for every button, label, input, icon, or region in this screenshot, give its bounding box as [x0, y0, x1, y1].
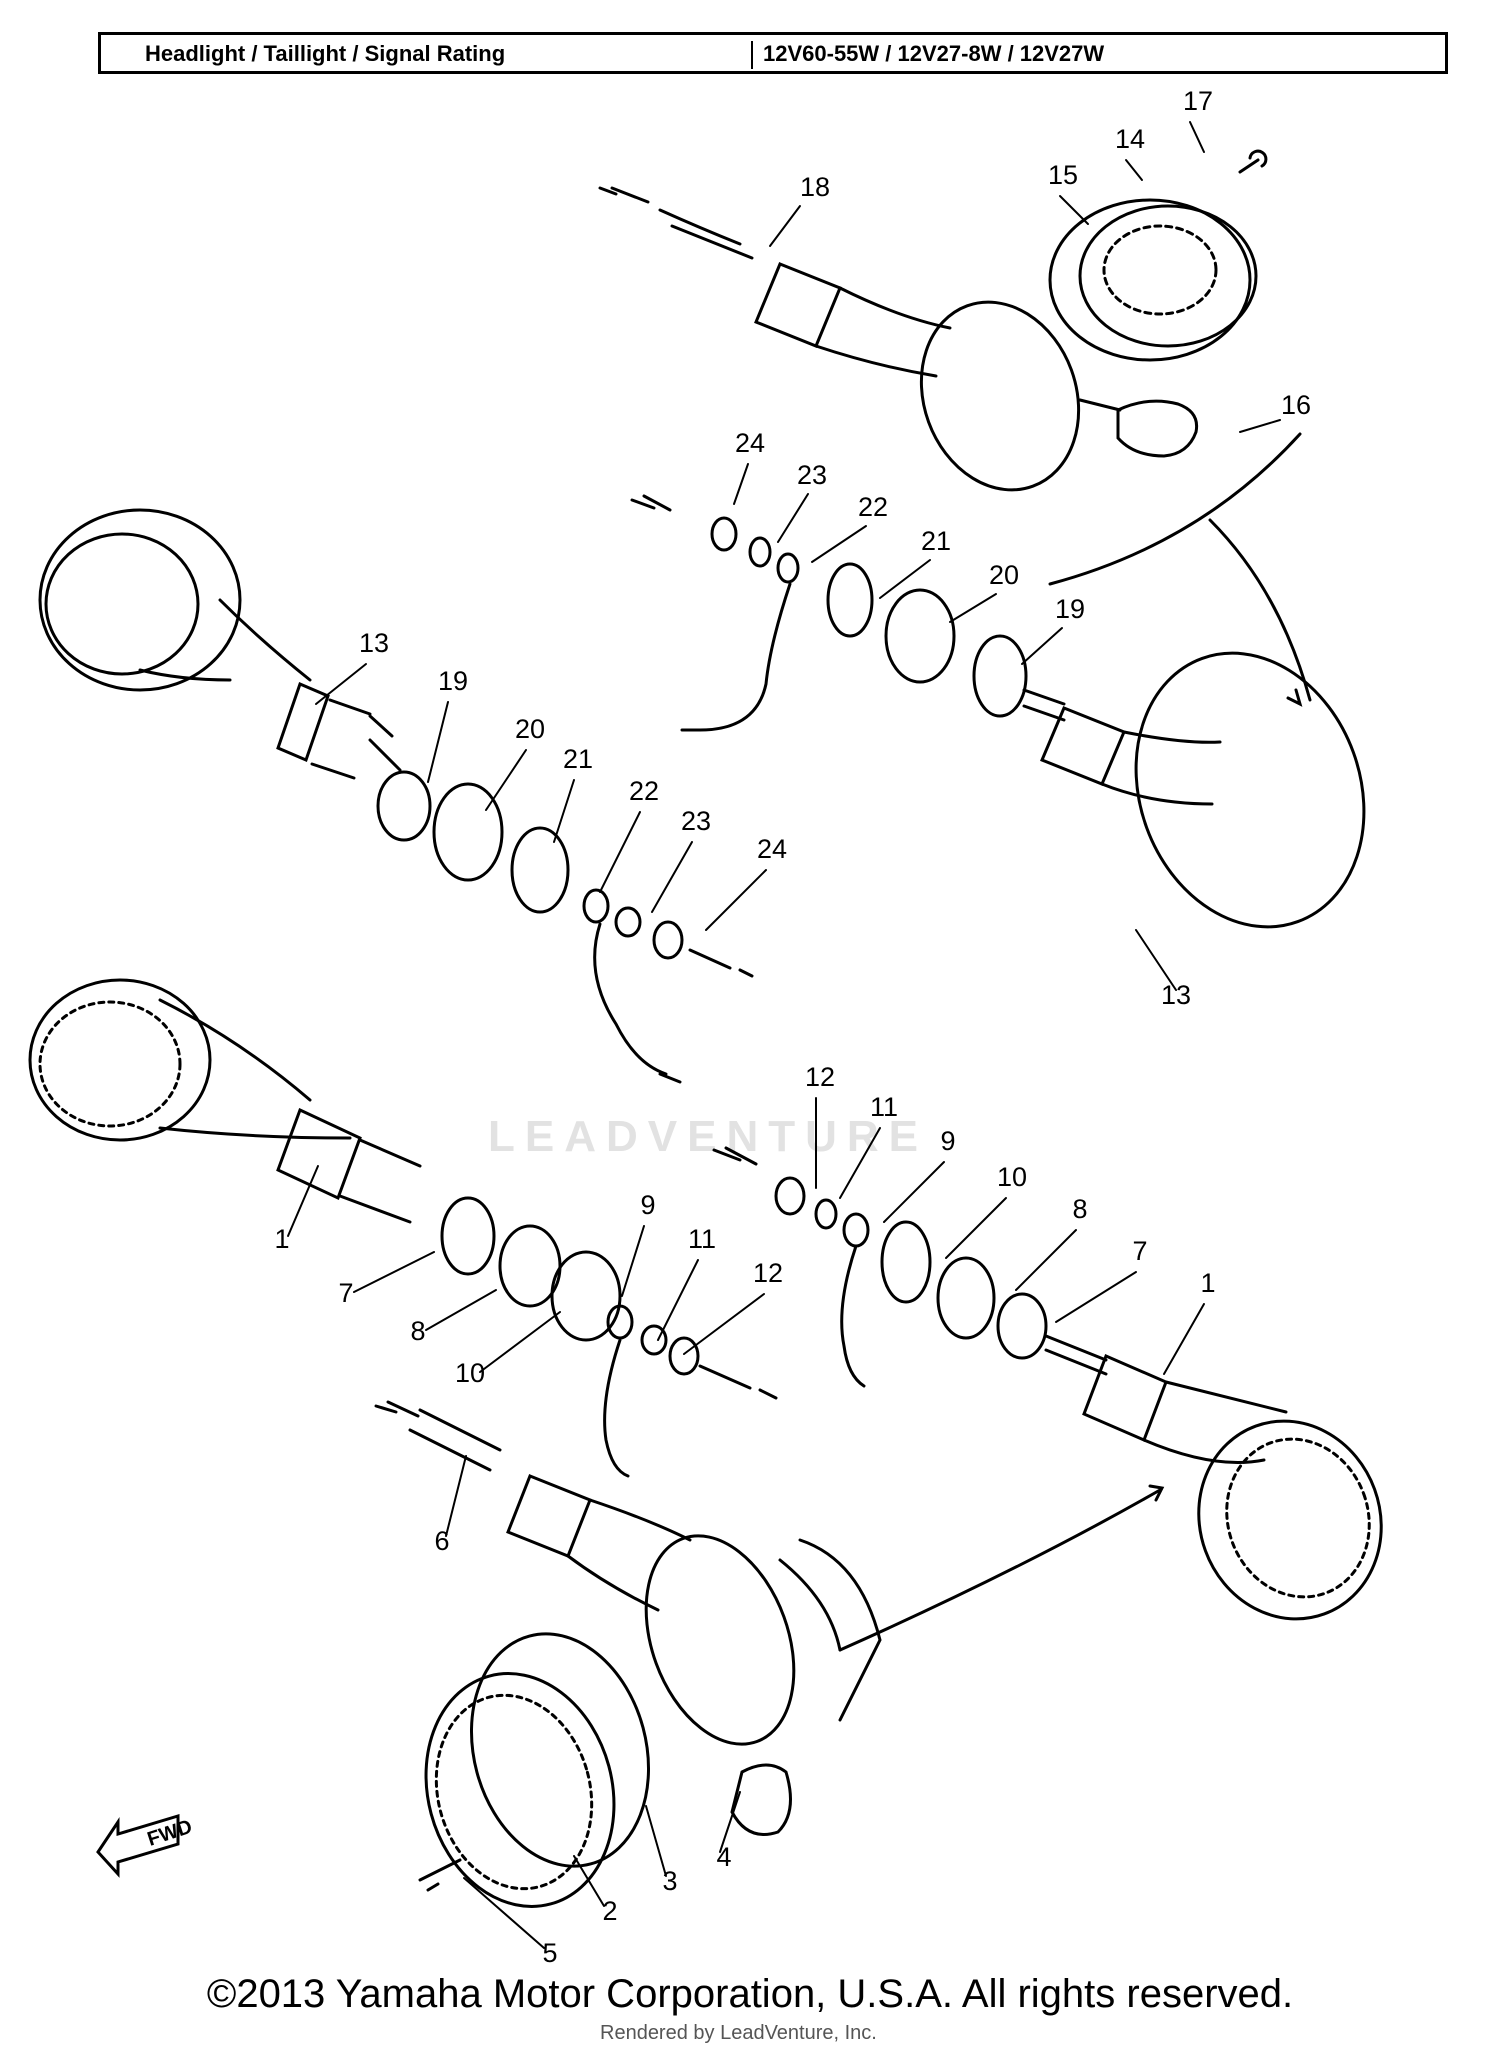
callout-2: 2: [602, 1896, 617, 1926]
leadventure-watermark: LEADVENTURE: [488, 1112, 929, 1161]
callout-13: 13: [359, 628, 389, 658]
lower-right-signal-assembly: [712, 1146, 1383, 1621]
callout-9: 9: [940, 1126, 955, 1156]
callout-7: 7: [338, 1278, 353, 1308]
callout-18: 18: [800, 172, 830, 202]
callout-21: 21: [563, 744, 593, 774]
callout-19: 19: [1055, 594, 1085, 624]
callout-7: 7: [1132, 1236, 1147, 1266]
bottom-signal-assembly: [374, 1400, 1165, 1908]
front-right-signal-assembly: [38, 508, 754, 1084]
fwd-arrow-icon: [96, 1813, 180, 1878]
callout-12: 12: [753, 1258, 783, 1288]
callout-22: 22: [858, 492, 888, 522]
rear-left-signal-assembly: [630, 494, 1366, 929]
callout-15: 15: [1048, 160, 1078, 190]
callout-11: 11: [688, 1224, 716, 1254]
rear-right-signal-assembly: [598, 149, 1268, 492]
callout-24: 24: [757, 834, 787, 864]
callout-23: 23: [681, 806, 711, 836]
callout-numbers: 1714151816242322212019131920212223241312…: [274, 86, 1311, 1968]
callout-3: 3: [662, 1866, 677, 1896]
callout-17: 17: [1183, 86, 1213, 116]
callout-13: 13: [1161, 980, 1191, 1010]
callout-12: 12: [805, 1062, 835, 1092]
rendered-by-note: Rendered by LeadVenture, Inc.: [600, 2022, 877, 2044]
callout-24: 24: [735, 428, 765, 458]
callout-21: 21: [921, 526, 951, 556]
callout-20: 20: [989, 560, 1019, 590]
callout-1: 1: [274, 1224, 289, 1254]
callout-9: 9: [640, 1190, 655, 1220]
callout-11: 11: [870, 1092, 898, 1122]
callout-8: 8: [410, 1316, 425, 1346]
callout-20: 20: [515, 714, 545, 744]
callout-19: 19: [438, 666, 468, 696]
rating-spec-table: Headlight / Taillight / Signal Rating 12…: [98, 32, 1448, 74]
callout-4: 4: [716, 1842, 731, 1872]
callout-16: 16: [1281, 390, 1311, 420]
callout-10: 10: [455, 1358, 485, 1388]
rating-spec-label: Headlight / Taillight / Signal Rating: [145, 41, 506, 66]
callout-8: 8: [1072, 1194, 1087, 1224]
front-left-signal-assembly: [28, 978, 778, 1478]
callout-10: 10: [997, 1162, 1027, 1192]
callout-23: 23: [797, 460, 827, 490]
callout-1: 1: [1200, 1268, 1215, 1298]
callout-6: 6: [434, 1526, 449, 1556]
callout-22: 22: [629, 776, 659, 806]
callout-14: 14: [1115, 124, 1145, 154]
callout-5: 5: [542, 1938, 557, 1968]
copyright-notice: ©2013 Yamaha Motor Corporation, U.S.A. A…: [206, 1972, 1294, 2016]
rating-spec-value: 12V60-55W / 12V27-8W / 12V27W: [751, 41, 1104, 69]
